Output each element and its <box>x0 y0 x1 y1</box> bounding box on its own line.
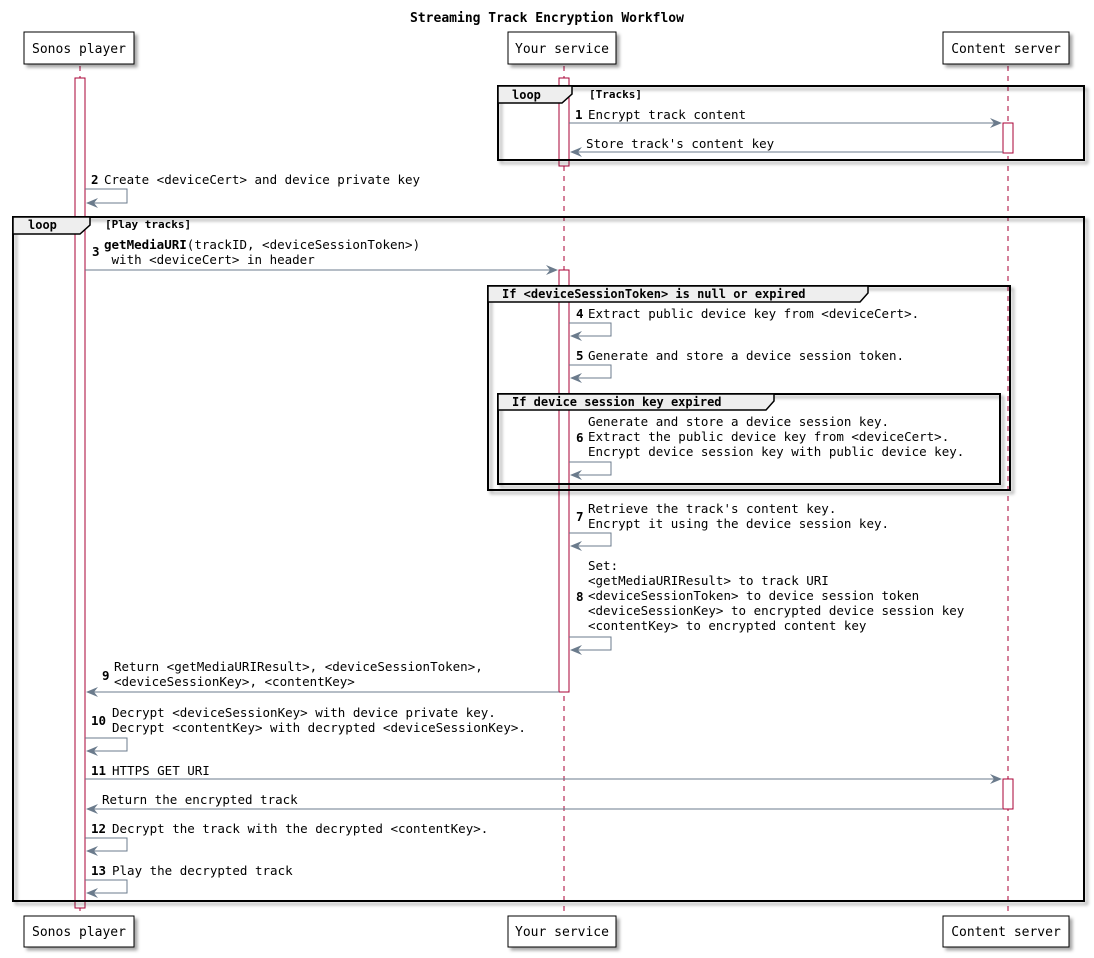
message-6: 6 Generate and store a device session ke… <box>569 414 964 480</box>
message-text-line1: Retrieve the track's content key. <box>588 501 836 516</box>
participant-content-bottom: Content server <box>942 915 1070 948</box>
message-text: Generate and store a device session toke… <box>588 348 904 363</box>
message-number: 7 <box>576 509 584 524</box>
message-text-line1: Generate and store a device session key. <box>588 414 889 429</box>
message-12: 12 Decrypt the track with the decrypted … <box>85 821 488 856</box>
message-number: 5 <box>576 348 584 363</box>
message-9: 9 Return <getMediaURIResult>, <deviceSes… <box>86 659 559 697</box>
message-1: 1 Encrypt track content <box>569 107 1002 128</box>
participant-label: Sonos player <box>32 42 126 57</box>
message-number: 2 <box>91 172 99 187</box>
lifelines <box>79 66 1009 918</box>
message-number: 1 <box>575 107 583 122</box>
activation-service-2 <box>558 269 570 693</box>
participant-label: Your service <box>515 42 609 57</box>
message-number: 11 <box>91 763 106 778</box>
message-number: 13 <box>91 863 106 878</box>
message-text: Return the encrypted track <box>102 792 298 807</box>
message-text: Store track's content key <box>586 136 775 151</box>
message-number: 9 <box>102 668 110 683</box>
activation-player <box>74 77 86 909</box>
diagram-title: Streaming Track Encryption Workflow <box>410 11 684 26</box>
message-3: 3 getMediaURI(trackID, <deviceSessionTok… <box>85 237 558 275</box>
message-13: 13 Play the decrypted track <box>85 863 293 898</box>
participant-player-top: Sonos player <box>23 31 135 65</box>
message-text-line1: Decrypt <deviceSessionKey> with device p… <box>112 705 496 720</box>
message-text: Create <deviceCert> and device private k… <box>104 172 421 187</box>
message-text: Encrypt track content <box>588 107 746 122</box>
activation-content-2 <box>1002 778 1014 810</box>
participant-service-top: Your service <box>507 31 617 65</box>
message-text: Extract public device key from <deviceCe… <box>588 306 919 321</box>
message-text-line2: with <deviceCert> in header <box>104 252 315 267</box>
message-number: 6 <box>576 430 584 445</box>
participant-label: Content server <box>951 42 1061 57</box>
message-2: 2 Create <deviceCert> and device private… <box>85 172 421 208</box>
activation-content-1 <box>1002 122 1014 154</box>
message-number: 4 <box>576 306 584 321</box>
message-number: 3 <box>92 244 100 259</box>
message-1-return: Store track's content key <box>570 136 1003 157</box>
message-text-line2: <deviceSessionKey>, <contentKey> <box>114 674 355 689</box>
message-text-line1: Set: <box>588 558 618 573</box>
participant-label: Your service <box>515 925 609 940</box>
message-number: 8 <box>576 589 584 604</box>
frame-keyword: loop <box>28 218 57 232</box>
message-text: getMediaURI(trackID, <deviceSessionToken… <box>104 237 420 252</box>
message-text-line2: Extract the public device key from <devi… <box>588 429 949 444</box>
message-text-line5: <contentKey> to encrypted content key <box>588 618 867 633</box>
participant-service-bottom: Your service <box>507 915 617 948</box>
operation-args: (trackID, <deviceSessionToken>) <box>187 237 420 252</box>
message-5: 5 Generate and store a device session to… <box>569 348 904 383</box>
message-text-line2: Encrypt it using the device session key. <box>588 516 889 531</box>
message-text-line2: Decrypt <contentKey> with decrypted <dev… <box>112 720 526 735</box>
frame-keyword: loop <box>512 88 541 102</box>
message-number: 10 <box>91 713 106 728</box>
frame-condition: [Tracks] <box>589 88 642 101</box>
message-text: HTTPS GET URI <box>112 763 210 778</box>
message-number: 12 <box>91 821 106 836</box>
message-text: Play the decrypted track <box>112 863 293 878</box>
message-text-line1: Return <getMediaURIResult>, <deviceSessi… <box>114 659 483 674</box>
participant-label: Sonos player <box>32 925 126 940</box>
message-11: 11 HTTPS GET URI <box>85 763 1002 784</box>
frame-condition: [Play tracks] <box>105 218 191 231</box>
group-frame-session-token: If <deviceSessionToken> is null or expir… <box>487 285 1011 491</box>
message-8: 8 Set: <getMediaURIResult> to track URI … <box>569 558 965 655</box>
group-label: If <deviceSessionToken> is null or expir… <box>502 287 805 301</box>
message-text-line3: Encrypt device session key with public d… <box>588 444 964 459</box>
message-text-line4: <deviceSessionKey> to encrypted device s… <box>588 603 965 618</box>
message-11-return: Return the encrypted track <box>86 792 1003 814</box>
participant-player-bottom: Sonos player <box>23 915 135 948</box>
group-label: If device session key expired <box>512 395 722 409</box>
message-4: 4 Extract public device key from <device… <box>569 306 919 341</box>
message-text-line2: <getMediaURIResult> to track URI <box>588 573 829 588</box>
activation-service-1 <box>558 77 570 167</box>
message-text-line3: <deviceSessionToken> to device session t… <box>588 588 919 603</box>
message-10: 10 Decrypt <deviceSessionKey> with devic… <box>85 705 526 756</box>
operation-name: getMediaURI <box>104 237 187 252</box>
group-frame-session-key: If device session key expired <box>497 393 1001 485</box>
activations <box>74 77 1014 909</box>
message-7: 7 Retrieve the track's content key. Encr… <box>569 501 889 551</box>
loop-frame-play-tracks: loop [Play tracks] <box>12 216 1085 902</box>
participant-content-top: Content server <box>942 31 1070 65</box>
participant-label: Content server <box>951 925 1061 940</box>
message-text: Decrypt the track with the decrypted <co… <box>112 821 488 836</box>
loop-frame-tracks: loop [Tracks] <box>497 85 1085 161</box>
